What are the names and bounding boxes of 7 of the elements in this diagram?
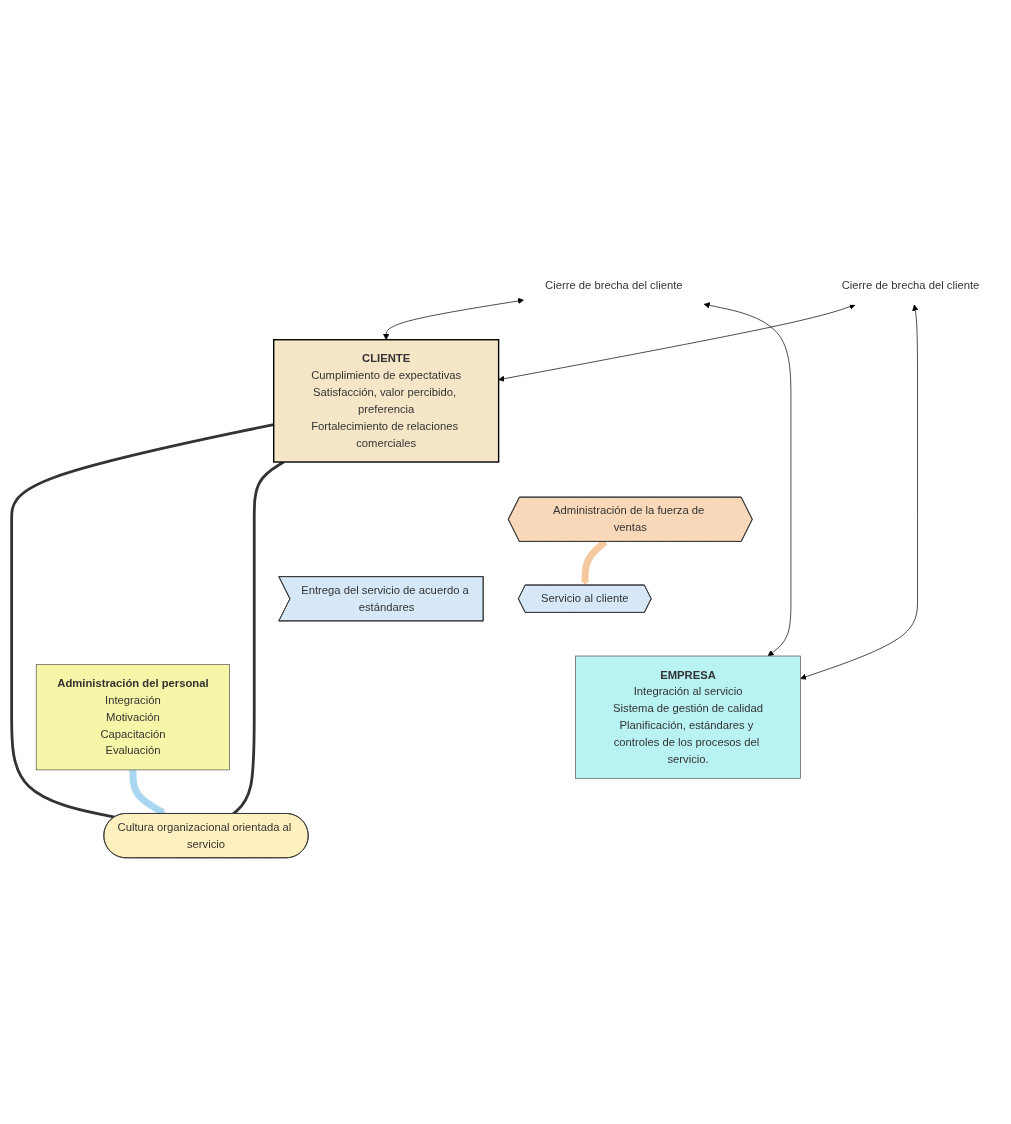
node-box: CLIENTE Cumplimiento de expectativas Satisfacción, valor percibido, preferencia Fortalecimiento de relaciones comerciales (272, 338, 499, 463)
connector (9, 422, 274, 819)
node-box: Administración del personal Integración Motivación Capacitación Evaluación (35, 663, 230, 771)
node-text: Cierre de brecha del cliente (544, 279, 683, 292)
node-box: EMPRESA Integración al servicio Sistema de gestión de calidad Planificación, estándares y controles de los procesos del servicio. (574, 655, 801, 779)
connector (231, 460, 284, 815)
node-text: Cierre de brecha del cliente (841, 279, 979, 292)
